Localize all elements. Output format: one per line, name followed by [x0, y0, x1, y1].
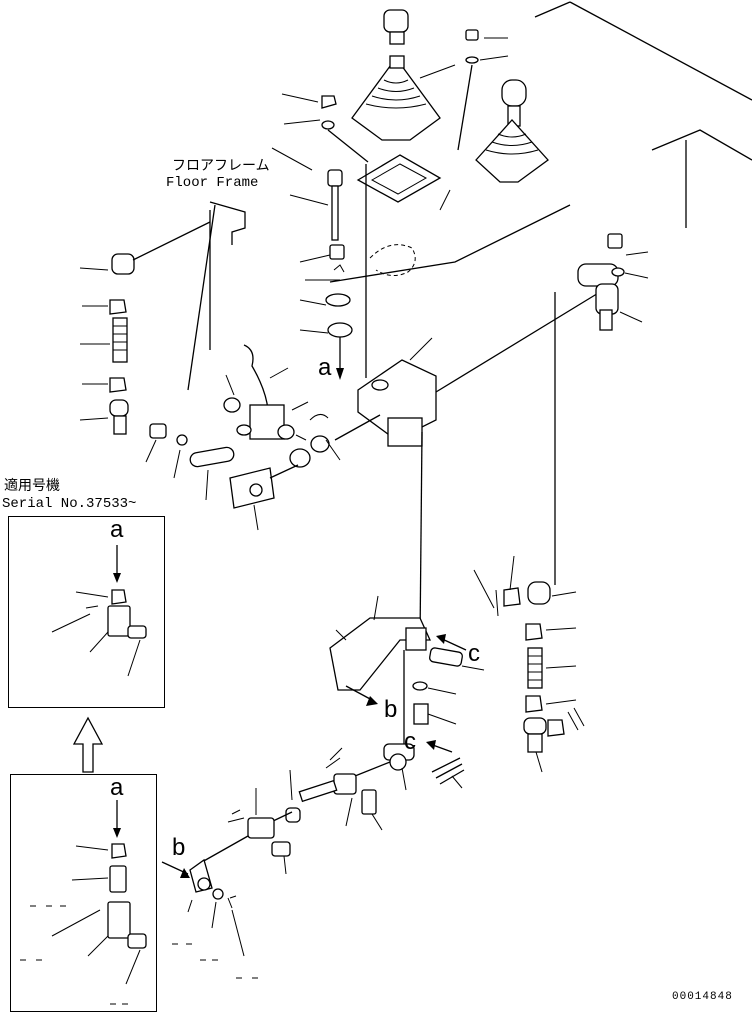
callout-c-lower: c [404, 728, 416, 755]
callout-a-inset1: a [110, 516, 124, 543]
lower-clevis [201, 788, 291, 875]
callout-b-inset2: b [172, 834, 186, 861]
right-lower-stack [473, 555, 585, 773]
bolt-top [419, 29, 509, 211]
floor-frame-label-ja: フロアフレーム [172, 159, 270, 175]
boot-right [475, 119, 549, 183]
callout-a-inset2: a [110, 774, 124, 801]
callout-a-main: a [318, 354, 332, 381]
cab-outline [187, 1, 752, 391]
bolt-stack [299, 244, 353, 380]
long-bolt [271, 147, 343, 241]
callout-c-upper: c [468, 640, 480, 667]
clevis-pin [145, 423, 299, 531]
spring-lower [426, 740, 465, 789]
b-arrow-lower [161, 858, 245, 957]
boot-left [351, 55, 441, 141]
bushing-pair [289, 414, 341, 468]
main-bracket [357, 164, 437, 641]
washer-bolt-mid [412, 681, 457, 725]
inset-panel-original [10, 774, 157, 1012]
gear-outline [369, 244, 416, 276]
shift-lever [223, 344, 309, 441]
inset-panel-serial [8, 516, 165, 708]
floor-frame-label-en: Floor Frame [166, 175, 259, 191]
left-rod-end-stack [79, 221, 211, 435]
gasket-plate [356, 154, 442, 203]
inset-arrow-up [72, 716, 104, 773]
lower-linkage [249, 743, 415, 833]
nut-washer-upper [281, 93, 369, 163]
serial-note-ja: 適用号機 [4, 479, 60, 495]
right-yoke [577, 233, 649, 331]
c-arrow-upper [429, 634, 485, 671]
mid-bracket [329, 595, 432, 760]
drawing-number: 00014848 [672, 991, 733, 1003]
inset1-parts [51, 545, 147, 677]
knob-right [501, 79, 527, 127]
serial-note-en: Serial No.37533~ [2, 496, 137, 512]
inset2-parts [20, 800, 258, 1005]
cross-rod [334, 291, 601, 585]
callout-b-main: b [384, 696, 398, 723]
shift-knob-upper [383, 9, 409, 45]
